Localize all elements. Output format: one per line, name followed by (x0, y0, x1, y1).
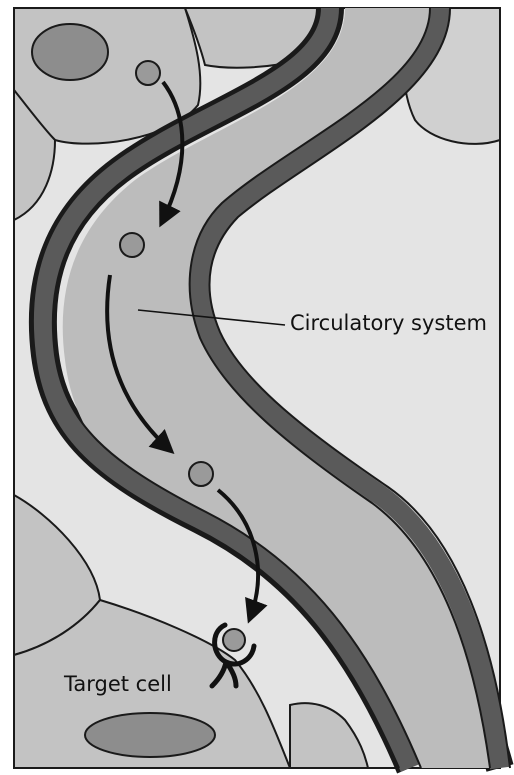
circulatory-system-label: Circulatory system (290, 311, 487, 335)
hormone-molecule-icon (120, 233, 144, 257)
hormone-molecule-icon (136, 61, 160, 85)
target-cell-nucleus (85, 713, 215, 757)
hormone-molecule-icon (223, 629, 245, 651)
target-cell-label: Target cell (64, 672, 172, 696)
hormone-molecule-icon (189, 462, 213, 486)
secreting-cell-nucleus (32, 24, 108, 80)
